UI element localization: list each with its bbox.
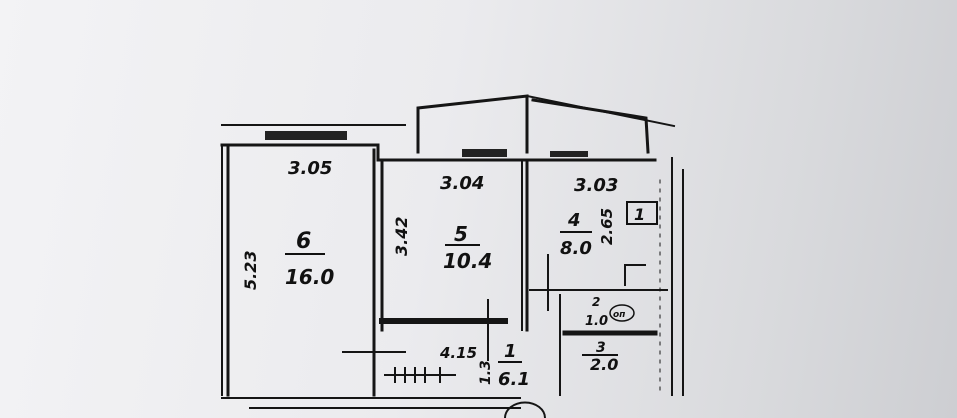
room-4-width: 3.03	[574, 175, 618, 196]
room-6-number: 6	[296, 229, 311, 254]
room-1-number: 1	[504, 341, 517, 362]
outer-walls	[220, 124, 684, 409]
toilet-icon	[609, 304, 635, 322]
interior-walls	[342, 148, 668, 418]
balcony	[416, 94, 676, 154]
room-6-length: 5.23	[241, 251, 260, 290]
room-3-number: 3	[596, 340, 606, 356]
room-1-width: 4.15	[439, 344, 477, 362]
room-5-area: 10.4	[443, 249, 492, 273]
marker-label: 1	[634, 205, 645, 224]
room-1-length: 1.3	[478, 360, 494, 385]
room-4-area: 8.0	[560, 238, 592, 259]
room-6-area: 16.0	[285, 265, 334, 289]
marker-box	[626, 201, 658, 225]
room-6-width: 3.05	[288, 158, 332, 179]
room-1-area: 6.1	[498, 369, 530, 390]
toilet-label: оп	[613, 310, 625, 320]
room-5-length: 3.42	[392, 217, 411, 256]
windows	[265, 131, 588, 157]
room-2-number: 2	[592, 295, 600, 309]
room-3-area: 2.0	[590, 355, 618, 374]
room-5-width: 3.04	[440, 173, 484, 194]
room-4-length: 2.65	[598, 208, 616, 245]
room-2-area: 1.0	[585, 314, 608, 329]
room-4-number: 4	[567, 210, 581, 231]
room-5-number: 5	[454, 222, 468, 246]
